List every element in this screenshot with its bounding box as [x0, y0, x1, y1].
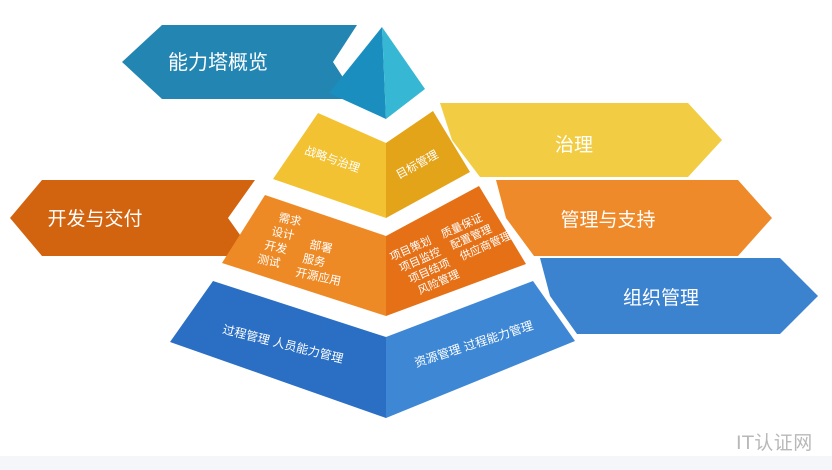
overview-banner: 能力塔概览: [122, 25, 357, 99]
bottom-band: [0, 456, 832, 470]
watermark-text: IT认证网: [736, 432, 813, 454]
mgmt-support-banner-label: 管理与支持: [560, 209, 655, 231]
org-mgmt-banner: 组织管理: [540, 258, 818, 334]
pyramid-upper-right-face: [386, 111, 470, 218]
pyramid-top-left-face: [329, 27, 386, 119]
pyramid-middle-left-face: [222, 195, 386, 316]
overview-banner-label: 能力塔概览: [168, 50, 268, 74]
dev-delivery-banner-label: 开发与交付: [47, 208, 142, 230]
dev-item-design: 设计: [270, 224, 296, 243]
overview-banner-shape: [122, 25, 357, 99]
pyramid-bottom-tier: 过程管理 人员能力管理 资源管理 过程能力管理: [170, 281, 575, 418]
pyramid-top-tier: [329, 27, 425, 119]
pyramid-upper-left-face: [273, 113, 386, 218]
mgmt-support-banner: 管理与支持: [496, 180, 772, 256]
governance-banner-shape: [440, 103, 722, 177]
pyramid-middle-right-face: [386, 186, 526, 316]
dev-item-development: 开发: [263, 238, 289, 257]
dev-item-service: 服务: [301, 251, 327, 270]
governance-banner-label: 治理: [555, 134, 593, 156]
pyramid-top-right-face: [382, 27, 425, 119]
dev-delivery-banner-shape: [10, 180, 255, 256]
org-mgmt-banner-label: 组织管理: [623, 287, 699, 309]
pyramid-middle-tier: 需求 设计 开发 测试 部署 服务 开源应用 项目策划 项目监控 项目结项 风险…: [222, 186, 526, 316]
dev-delivery-banner: 开发与交付: [10, 180, 255, 256]
dev-item-deployment: 部署: [308, 237, 333, 255]
pyramid-bottom-right-face: [386, 281, 575, 418]
mgmt-support-banner-shape: [496, 180, 772, 256]
pyramid-upper-tier: 战略与治理 目标管理: [273, 111, 470, 218]
dev-item-testing: 测试: [256, 252, 282, 271]
pyramid-bottom-left-face: [170, 281, 386, 418]
governance-banner: 治理: [440, 103, 722, 177]
dev-item-requirements: 需求: [277, 210, 303, 229]
org-mgmt-banner-shape: [540, 258, 818, 334]
